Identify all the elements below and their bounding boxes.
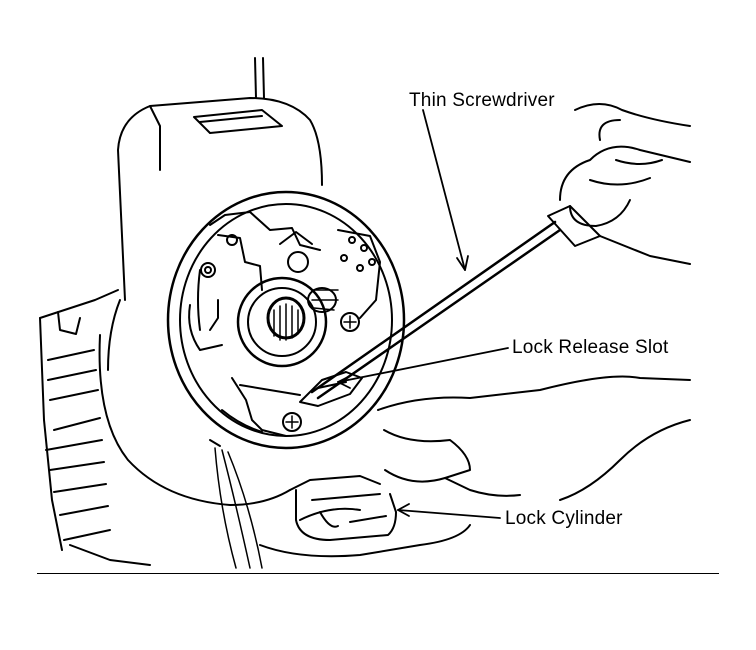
screwdriver-leader-line (422, 109, 466, 271)
cylinder-leader-line (397, 509, 501, 519)
cylinder-arrow-head (397, 503, 410, 517)
figure-divider (37, 573, 719, 574)
slot-leader-line (337, 347, 509, 383)
column-housing (39, 289, 151, 566)
slot-arrow-head (337, 375, 351, 389)
lock-release-slot-label: Lock Release Slot (512, 337, 669, 358)
upper-hand (559, 103, 691, 265)
release-slot-area (282, 371, 363, 432)
lock-housing-face (166, 190, 406, 450)
leader-lines (337, 109, 509, 519)
column-cover (98, 57, 323, 506)
lock-cylinder-label: Lock Cylinder (505, 508, 623, 529)
wire-harness (209, 439, 263, 569)
screwdriver-arrow-head (456, 255, 469, 271)
lock-cylinder-part (295, 489, 397, 541)
lower-hand (259, 375, 691, 558)
thin-screwdriver-label: Thin Screwdriver (409, 90, 555, 111)
steering-shaft (204, 266, 360, 368)
